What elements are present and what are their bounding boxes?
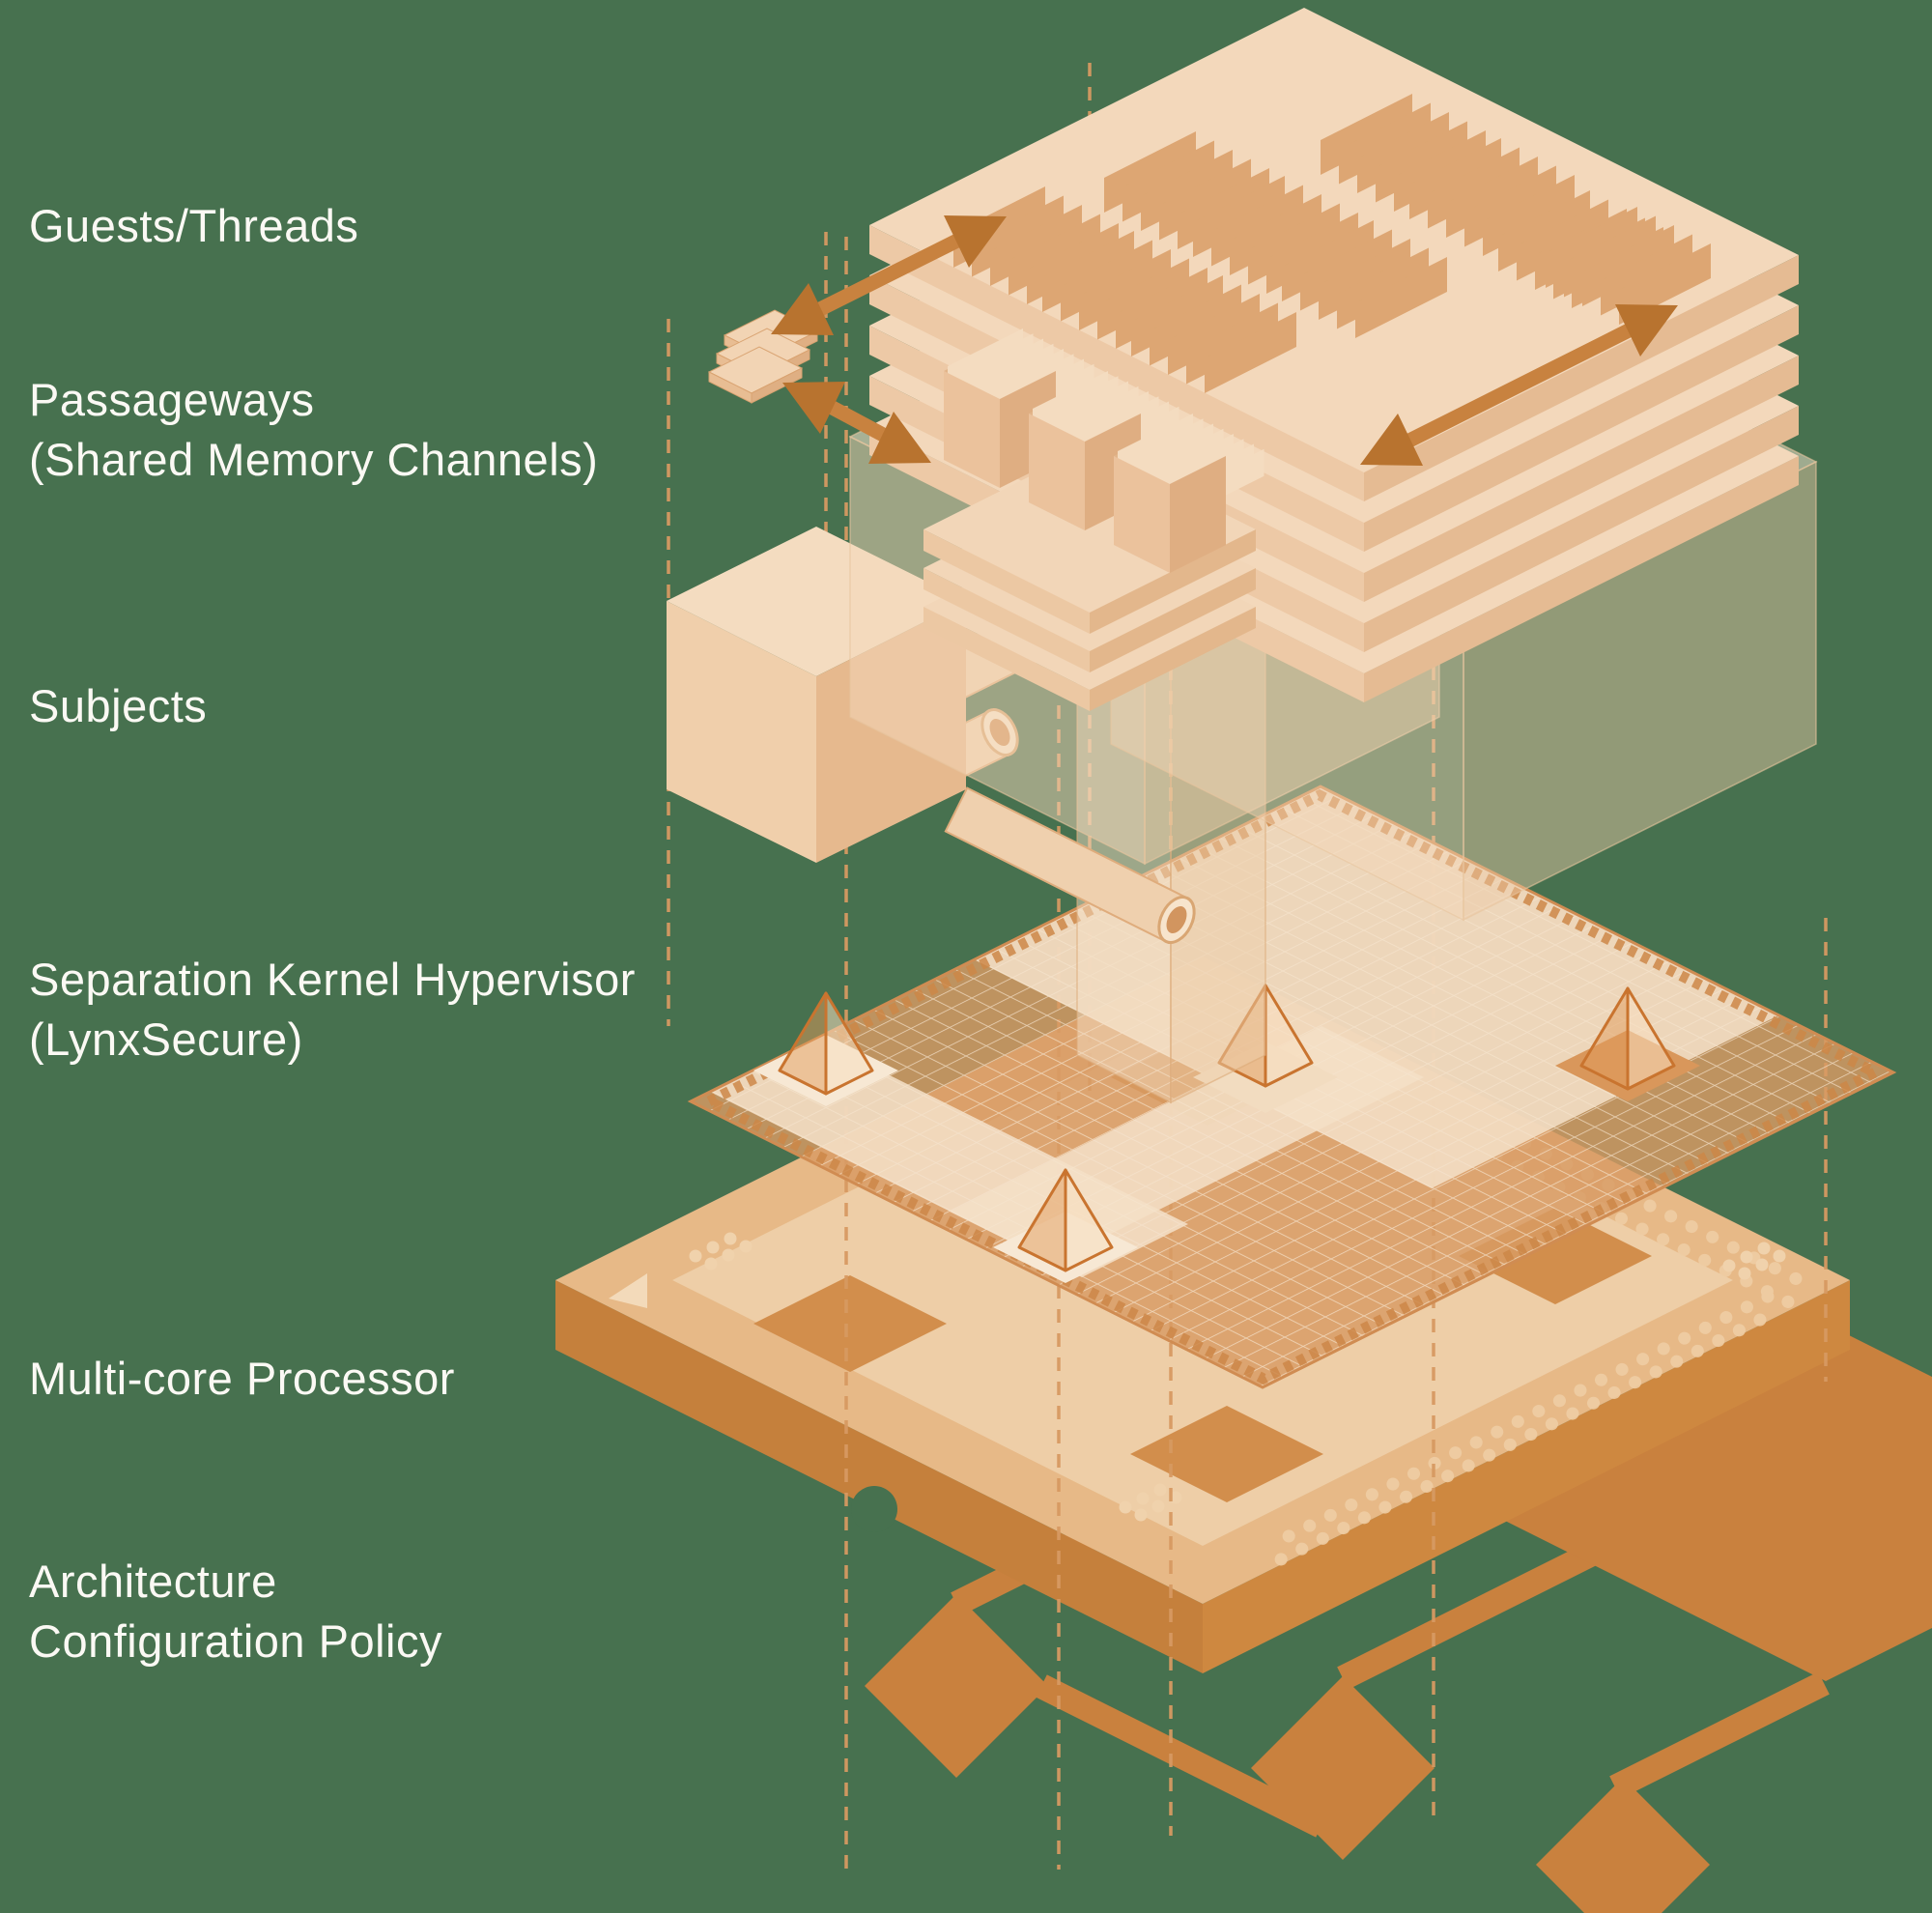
label-subjects: Subjects bbox=[29, 676, 207, 736]
board-triangle-mark bbox=[609, 1273, 647, 1308]
label-guests-threads: Guests/Threads bbox=[29, 196, 358, 256]
label-line: Passageways bbox=[29, 374, 315, 425]
label-line: Separation Kernel Hypervisor bbox=[29, 954, 636, 1005]
label-line: Guests/Threads bbox=[29, 200, 359, 251]
label-line: Architecture bbox=[29, 1556, 277, 1607]
subjects-group bbox=[923, 328, 1264, 711]
label-line: Subjects bbox=[29, 680, 208, 731]
label-architecture-configuration-policy: Architecture Configuration Policy bbox=[29, 1552, 442, 1671]
board-notch bbox=[851, 1486, 897, 1532]
label-line: Configuration Policy bbox=[29, 1615, 442, 1667]
label-passageways: Passageways (Shared Memory Channels) bbox=[29, 370, 598, 490]
label-line: (LynxSecure) bbox=[29, 1014, 303, 1065]
policy-node bbox=[1251, 1676, 1435, 1860]
board-side-right bbox=[1203, 1280, 1850, 1673]
double-arrow-icon bbox=[1360, 304, 1678, 466]
label-line: Multi-core Processor bbox=[29, 1353, 455, 1404]
policy-node bbox=[1536, 1778, 1710, 1913]
double-arrow-icon bbox=[782, 382, 931, 464]
policy-node bbox=[865, 1594, 1048, 1778]
policy-block bbox=[1468, 1324, 1932, 1681]
subject-module-icon bbox=[1114, 414, 1264, 573]
label-line: (Shared Memory Channels) bbox=[29, 434, 599, 485]
policy-circuit-icon bbox=[865, 1324, 1932, 1913]
guest-thread-board-stack-icon bbox=[869, 8, 1799, 702]
label-multi-core-processor: Multi-core Processor bbox=[29, 1349, 455, 1409]
passageway-chip-icon bbox=[707, 309, 819, 404]
double-arrow-icon bbox=[771, 215, 1007, 335]
board-side-left bbox=[555, 1280, 1203, 1673]
label-separation-kernel-hypervisor: Separation Kernel Hypervisor (LynxSecure… bbox=[29, 950, 636, 1070]
